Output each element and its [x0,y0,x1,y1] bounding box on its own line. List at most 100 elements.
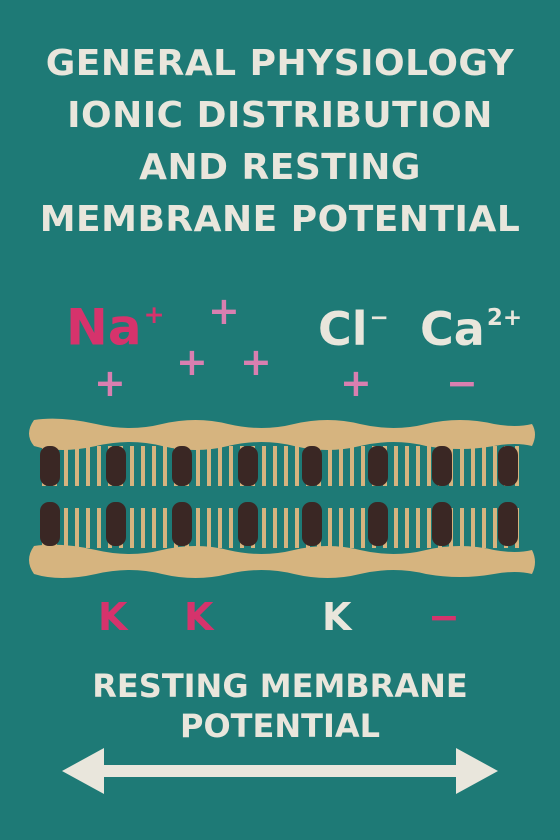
plus-sign: + [340,361,372,405]
lipid-tail [229,508,233,548]
channel-protein [498,502,518,546]
lipid-tail [361,446,365,486]
lipid-tail [394,508,398,548]
channel-protein [238,502,258,546]
minus-sign: − [428,595,460,639]
lipid-tail [339,508,343,548]
lipid-tail [207,508,211,548]
lipid-tail [152,446,156,486]
lipid-tail [86,508,90,548]
channel-protein [172,502,192,546]
lipid-tail [482,508,486,548]
lipid-tail [262,508,266,548]
title-line-2: IONIC DISTRIBUTION [67,95,493,136]
lipid-tail [328,446,332,486]
channel-protein [432,446,452,486]
ion-chloride-symbol: Cl [318,302,368,356]
channel-protein [40,502,60,546]
lipid-tail [196,446,200,486]
lipid-tail [163,446,167,486]
channel-protein [172,446,192,486]
potassium-label: K [98,595,128,639]
lipid-tail [460,446,464,486]
title-line-3: AND RESTING [139,147,421,188]
subtitle-line-2: POTENTIAL [179,707,380,745]
lipid-tail [493,446,497,486]
lipid-tail [130,446,134,486]
lipid-tail [207,446,211,486]
channel-protein [498,446,518,486]
lipid-tail [75,446,79,486]
ion-channels [40,446,518,546]
subtitle: RESTING MEMBRANE POTENTIAL [0,666,560,746]
membrane-bottom-leaflet [29,544,535,578]
page-title: GENERAL PHYSIOLOGY IONIC DISTRIBUTION AN… [0,38,560,246]
lipid-tail [284,508,288,548]
channel-protein [302,502,322,546]
ion-sodium-symbol: Na [66,298,142,357]
minus-sign: − [446,361,478,405]
plus-sign: + [240,340,272,384]
ion-calcium: Ca2+ [420,306,522,352]
lipid-tail [328,508,332,548]
lipid-tail [471,508,475,548]
channel-protein [106,446,126,486]
lipid-tail [339,446,343,486]
plus-sign: + [94,361,126,405]
lipid-tail [218,446,222,486]
lipid-tail [75,508,79,548]
ion-sodium: Na+ [66,302,165,352]
lipid-tail [262,446,266,486]
lipid-tail [427,446,431,486]
lipid-tail [86,446,90,486]
lipid-tail [350,508,354,548]
membrane-top-leaflet [29,418,535,450]
channel-protein [106,502,126,546]
lipid-tail [405,446,409,486]
subtitle-line-1: RESTING MEMBRANE [92,667,468,705]
lipid-tail [229,446,233,486]
ion-chloride-charge: − [369,305,389,332]
lipid-tail [97,446,101,486]
channel-protein [238,446,258,486]
lipid-tail [163,508,167,548]
ion-calcium-symbol: Ca [420,302,485,356]
channel-protein [302,446,322,486]
lipid-tail [130,508,134,548]
lipid-tail [460,508,464,548]
lipid-tail [482,446,486,486]
lipid-tail [361,508,365,548]
lipid-tail [295,446,299,486]
lipid-tail [416,508,420,548]
title-line-1: GENERAL PHYSIOLOGY [45,43,515,84]
lipid-tail [152,508,156,548]
lipid-tail [196,508,200,548]
potassium-label: K [184,595,214,639]
lipid-tail [97,508,101,548]
lipid-tail [350,446,354,486]
potassium-label: K [322,595,352,639]
lipid-tail [64,508,68,548]
lipid-tail [493,508,497,548]
lipid-tail [471,446,475,486]
ion-chloride: Cl− [318,306,389,352]
ion-calcium-charge: 2+ [486,305,523,332]
lipid-tail [64,446,68,486]
lipid-tail [394,446,398,486]
lipid-tail [416,446,420,486]
lipid-tail [405,508,409,548]
lipid-tail [295,508,299,548]
lipid-tail [273,446,277,486]
lipid-tail [273,508,277,548]
lipid-tail [218,508,222,548]
title-line-4: MEMBRANE POTENTIAL [39,199,521,240]
plus-sign: + [176,340,208,384]
channel-protein [368,446,388,486]
plus-sign: + [208,289,240,333]
channel-protein [40,446,60,486]
lipid-tail [141,446,145,486]
channel-protein [432,502,452,546]
lipid-tail [141,508,145,548]
